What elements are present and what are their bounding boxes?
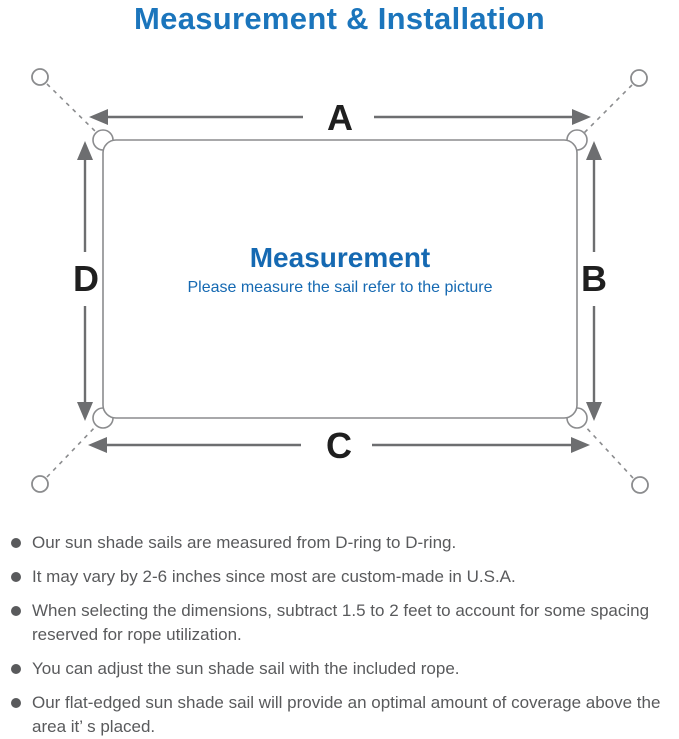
measurement-subheading: Please measure the sail refer to the pic… [187,279,493,296]
page-title: Measurement & Installation [134,1,545,36]
label-dimension-a: A [327,97,353,138]
anchor-point-icon-top-right [630,69,648,87]
bullet-dot-icon [11,538,21,548]
arrow-a-head-left [89,109,108,125]
list-item: It may vary by 2-6 inches since most are… [10,565,672,589]
bullet-dot-icon [11,572,21,582]
measurement-diagram: A B C D [31,68,649,494]
arrow-c-head-left [88,437,107,453]
arrow-d-head-up [77,141,93,160]
anchor-point-icon-top-left [31,68,49,86]
bullet-dot-icon [11,698,21,708]
list-item: Our sun shade sails are measured from D-… [10,531,672,555]
list-item: You can adjust the sun shade sail with t… [10,657,672,681]
arrow-b-head-down [586,402,602,421]
measurement-arrows [77,109,602,453]
measurement-callout: Measurement Please measure the sail refe… [103,243,577,297]
instruction-list: Our sun shade sails are measured from D-… [10,531,672,739]
list-item: When selecting the dimensions, subtract … [10,599,672,647]
sail-outline [102,139,578,419]
bullet-text: Our flat-edged sun shade sail will provi… [32,693,661,736]
list-item: Our flat-edged sun shade sail will provi… [10,691,672,739]
dimension-labels: A B C D [73,97,607,466]
bullet-dot-icon [11,606,21,616]
rope-bottom-left [46,423,99,478]
label-dimension-c: C [326,425,352,466]
arrow-d-head-down [77,402,93,421]
bullet-text: It may vary by 2-6 inches since most are… [32,567,516,586]
anchor-point-icon-bottom-right [631,476,649,494]
bullet-text: Our sun shade sails are measured from D-… [32,533,457,552]
arrow-b-head-up [586,141,602,160]
arrow-c-head-right [571,437,590,453]
measurement-heading: Measurement [249,242,431,273]
label-dimension-b: B [581,258,607,299]
rope-top-right [582,84,633,135]
anchor-points [31,68,649,494]
bullet-dot-icon [11,664,21,674]
anchor-point-icon-bottom-left [31,475,49,493]
bullet-text: You can adjust the sun shade sail with t… [32,659,460,678]
bullet-text: When selecting the dimensions, subtract … [32,601,650,644]
rope-top-left [46,83,99,135]
arrow-a-head-right [572,109,591,125]
rope-bottom-right [582,423,634,479]
rope-dashed-lines [46,83,634,479]
label-dimension-d: D [73,258,99,299]
